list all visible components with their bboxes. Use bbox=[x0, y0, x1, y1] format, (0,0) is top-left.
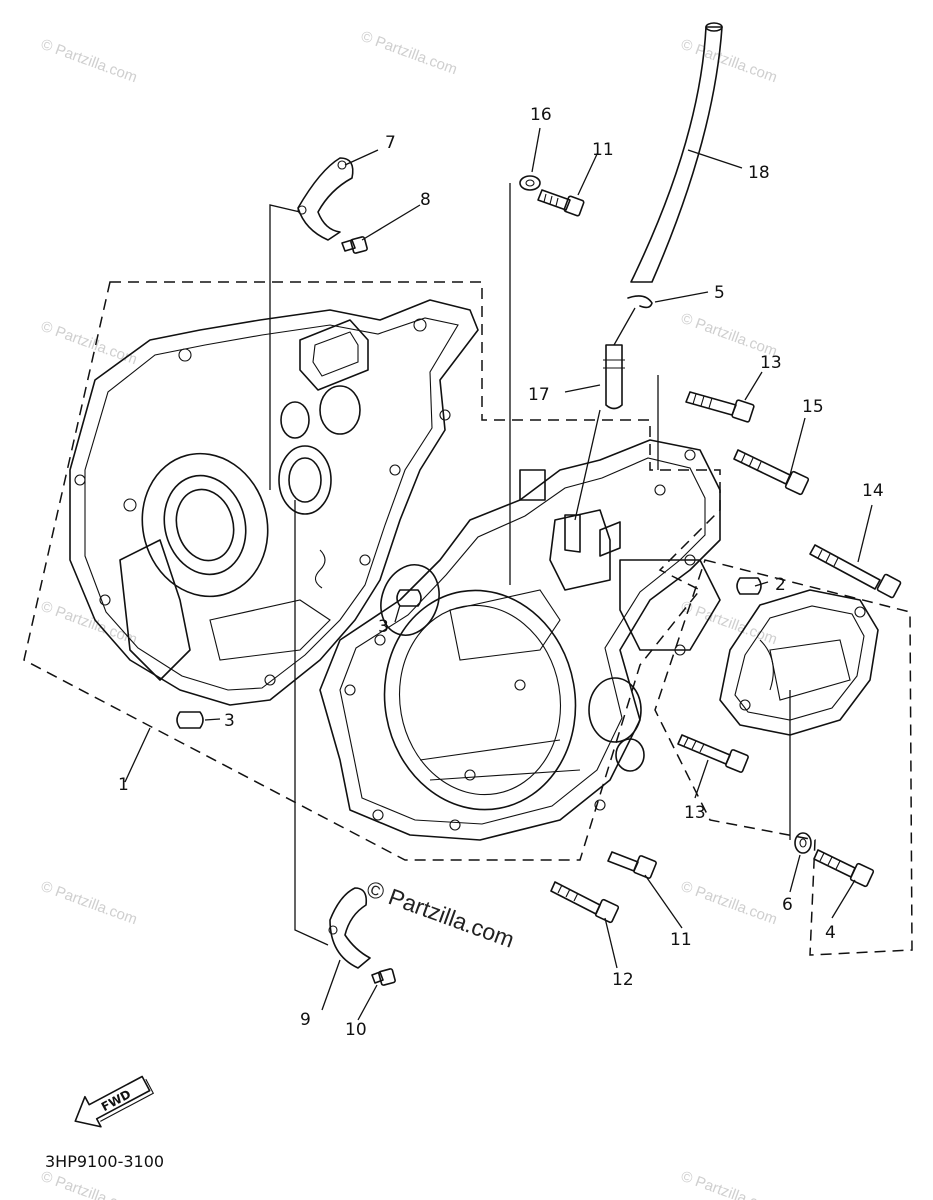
callout-1: 1 bbox=[118, 775, 129, 795]
right-crankcase bbox=[319, 439, 721, 841]
dowel-pins bbox=[176, 577, 762, 729]
watermark: © Partzilla.com bbox=[39, 1168, 140, 1200]
callout-15: 15 bbox=[802, 397, 824, 417]
callout-13: 13 bbox=[684, 803, 706, 823]
assembly-outlines bbox=[23, 281, 913, 956]
fwd-arrow-icon: FWD bbox=[74, 1075, 155, 1128]
callout-11: 11 bbox=[592, 140, 614, 160]
callout-3: 3 bbox=[378, 617, 389, 637]
callout-13: 13 bbox=[760, 353, 782, 373]
watermark: © Partzilla.com bbox=[679, 1168, 780, 1200]
watermark-main: © Partzilla.com bbox=[363, 875, 518, 952]
right-cover-assembly-outline bbox=[654, 559, 913, 956]
callout-14: 14 bbox=[862, 481, 884, 501]
callout-18: 18 bbox=[748, 163, 770, 183]
callout-4: 4 bbox=[825, 923, 836, 943]
crankcase-assembly-outline bbox=[23, 281, 721, 861]
callout-9: 9 bbox=[300, 1010, 311, 1030]
callout-10: 10 bbox=[345, 1020, 367, 1040]
callout-12: 12 bbox=[612, 970, 634, 990]
callout-8: 8 bbox=[420, 190, 431, 210]
left-crankcase bbox=[69, 299, 479, 706]
callout-11: 11 bbox=[670, 930, 692, 950]
reference-lines bbox=[269, 183, 791, 946]
watermark: © Partzilla.com bbox=[39, 318, 140, 369]
bolts bbox=[341, 175, 902, 986]
hose-clip bbox=[627, 295, 653, 309]
watermark: © Partzilla.com bbox=[39, 878, 140, 929]
breather-hose-assembly bbox=[574, 22, 723, 521]
stay-upper bbox=[297, 157, 354, 241]
diagram-code: 3HP9100-3100 bbox=[45, 1152, 164, 1171]
watermark: © Partzilla.com bbox=[359, 28, 460, 79]
callout-numbers: 1 2 3 3 4 5 6 7 8 9 10 11 11 12 13 13 14… bbox=[118, 105, 884, 1040]
breather-fitting bbox=[605, 344, 623, 410]
callout-6: 6 bbox=[782, 895, 793, 915]
callout-16: 16 bbox=[530, 105, 552, 125]
callout-17: 17 bbox=[528, 385, 550, 405]
stays-and-brackets bbox=[297, 157, 371, 969]
callout-7: 7 bbox=[385, 133, 396, 153]
callout-2: 2 bbox=[775, 575, 786, 595]
callout-3: 3 bbox=[224, 711, 235, 731]
watermark: © Partzilla.com bbox=[39, 36, 140, 87]
watermark: © Partzilla.com bbox=[679, 598, 780, 649]
watermark: © Partzilla.com bbox=[679, 36, 780, 87]
callout-leaders bbox=[124, 127, 873, 1021]
breather-hose bbox=[630, 26, 723, 283]
stay-lower bbox=[329, 887, 371, 969]
watermark: © Partzilla.com bbox=[679, 878, 780, 929]
right-side-cover bbox=[719, 589, 879, 736]
callout-5: 5 bbox=[714, 283, 725, 303]
